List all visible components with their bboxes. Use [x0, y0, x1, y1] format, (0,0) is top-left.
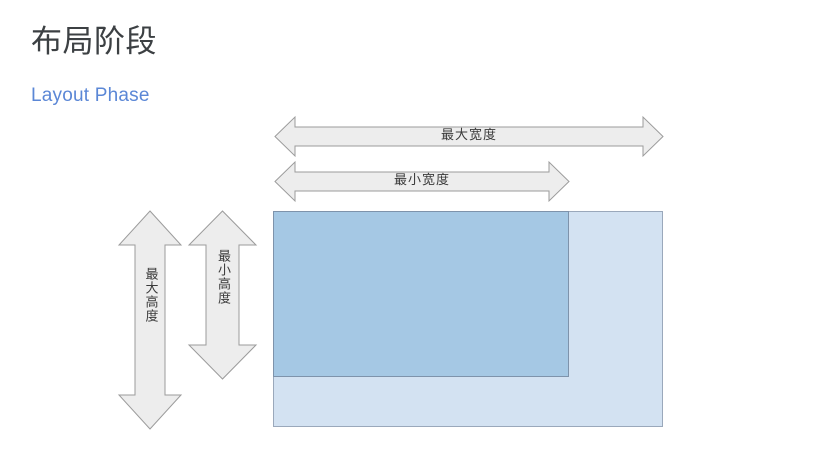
min-height-arrow: 最小高度 — [187, 210, 258, 380]
min-width-arrow-icon — [274, 160, 570, 203]
max-width-arrow-icon — [274, 115, 664, 158]
min-constraint-box — [273, 211, 569, 377]
min-width-arrow: 最小宽度 — [274, 160, 570, 203]
min-height-arrow-icon — [187, 210, 258, 380]
page-title: 布局阶段 — [31, 24, 157, 59]
page-subtitle: Layout Phase — [31, 85, 150, 106]
max-height-arrow: 最大高度 — [117, 210, 183, 430]
max-width-arrow: 最大宽度 — [274, 115, 664, 158]
max-height-arrow-icon — [117, 210, 183, 430]
